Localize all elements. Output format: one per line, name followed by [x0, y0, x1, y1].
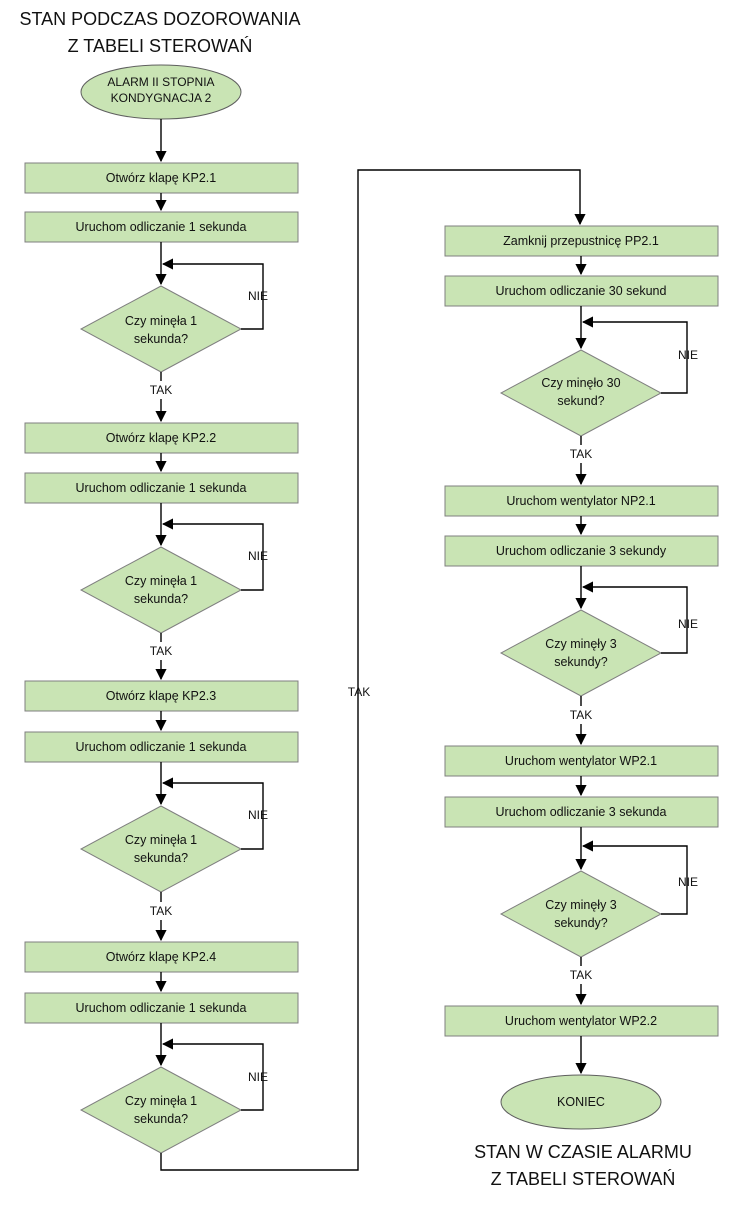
start-label-line-1: ALARM II STOPNIA [107, 75, 214, 89]
yes-label: TAK [150, 383, 172, 397]
decision-label-line-1: Czy minęły 3 [545, 637, 617, 651]
countdown-box [24, 472, 299, 504]
top-title-line-2: Z TABELI STEROWAŃ [68, 36, 253, 56]
top-title-line-1: STAN PODCZAS DOZOROWANIA [19, 9, 300, 29]
yes-label: TAK [570, 447, 592, 461]
end-label: KONIEC [557, 1095, 605, 1109]
countdown-label: Uruchom odliczanie 1 sekunda [76, 481, 247, 495]
open-damper-box [24, 941, 299, 973]
countdown-box [444, 535, 719, 567]
edge-no-loop [581, 316, 688, 394]
decision-diamond [79, 285, 243, 373]
left-step-1: Otwórz klapę KP2.1 Uruchom odliczanie 1 … [24, 162, 299, 423]
decision-label-line-1: Czy minęła 1 [125, 833, 197, 847]
action-box [444, 745, 719, 777]
edge-no-loop [161, 258, 264, 330]
countdown-label: Uruchom odliczanie 1 sekunda [76, 220, 247, 234]
decision-label-line-1: Czy minęła 1 [125, 574, 197, 588]
countdown-box [24, 992, 299, 1024]
no-label: NIE [678, 875, 698, 889]
edge-no-loop [161, 518, 264, 591]
no-label: NIE [678, 617, 698, 631]
decision-diamond [499, 609, 663, 697]
countdown-label: Uruchom odliczanie 1 sekunda [76, 740, 247, 754]
edge-no-loop [581, 840, 688, 915]
countdown-label: Uruchom odliczanie 30 sekund [496, 284, 667, 298]
action-label: Uruchom wentylator WP2.1 [505, 754, 657, 768]
bottom-title-line-2: Z TABELI STEROWAŃ [491, 1169, 676, 1189]
edge-no-loop [161, 777, 264, 850]
no-label: NIE [248, 549, 268, 563]
countdown-label: Uruchom odliczanie 3 sekunda [496, 805, 667, 819]
right-step-1: Zamknij przepustnicę PP2.1 Uruchom odlic… [444, 225, 719, 486]
open-damper-label: Otwórz klapę KP2.4 [106, 950, 217, 964]
right-step-2: Uruchom wentylator NP2.1 Uruchom odlicza… [444, 485, 719, 746]
decision-label-line-1: Czy minęły 3 [545, 898, 617, 912]
left-step-4: Otwórz klapę KP2.4 Uruchom odliczanie 1 … [24, 941, 299, 1154]
decision-label-line-1: Czy minęła 1 [125, 314, 197, 328]
decision-diamond [79, 805, 243, 893]
yes-label: TAK [150, 904, 172, 918]
connector-yes-label: TAK [348, 685, 370, 699]
no-label: NIE [678, 348, 698, 362]
decision-label-line-1: Czy minęła 1 [125, 1094, 197, 1108]
final-action-label: Uruchom wentylator WP2.2 [505, 1014, 657, 1028]
action-box [444, 485, 719, 517]
countdown-box [444, 275, 719, 307]
no-label: NIE [248, 289, 268, 303]
edge-no-loop [581, 581, 688, 654]
decision-label-line-2: sekundy? [554, 655, 608, 669]
left-step-3: Otwórz klapę KP2.3 Uruchom odliczanie 1 … [24, 680, 299, 942]
countdown-label: Uruchom odliczanie 1 sekunda [76, 1001, 247, 1015]
right-step-3: Uruchom wentylator WP2.1 Uruchom odlicza… [444, 745, 719, 1006]
action-box [444, 225, 719, 257]
edge-column-connector [160, 169, 586, 1171]
start-label-line-2: KONDYGNACJA 2 [111, 91, 212, 105]
yes-label: TAK [570, 708, 592, 722]
decision-label-line-2: sekundy? [554, 916, 608, 930]
decision-label-line-2: sekunda? [134, 592, 188, 606]
open-damper-label: Otwórz klapę KP2.2 [106, 431, 217, 445]
decision-label-line-2: sekunda? [134, 332, 188, 346]
decision-label-line-2: sekunda? [134, 1112, 188, 1126]
decision-diamond [79, 546, 243, 634]
countdown-box [444, 796, 719, 828]
no-label: NIE [248, 808, 268, 822]
action-label: Uruchom wentylator NP2.1 [506, 494, 655, 508]
bottom-title-line-1: STAN W CZASIE ALARMU [474, 1142, 692, 1162]
decision-label-line-2: sekunda? [134, 851, 188, 865]
decision-label-line-2: sekund? [557, 394, 604, 408]
edge-no-loop [161, 1038, 264, 1111]
decision-label-line-1: Czy minęło 30 [541, 376, 620, 390]
open-damper-box [24, 162, 299, 194]
decision-diamond [499, 349, 663, 437]
decision-diamond [499, 870, 663, 958]
open-damper-label: Otwórz klapę KP2.3 [106, 689, 217, 703]
open-damper-box [24, 680, 299, 712]
countdown-label: Uruchom odliczanie 3 sekundy [496, 544, 667, 558]
end-node [500, 1074, 662, 1130]
no-label: NIE [248, 1070, 268, 1084]
yes-label: TAK [150, 644, 172, 658]
yes-label: TAK [570, 968, 592, 982]
open-damper-label: Otwórz klapę KP2.1 [106, 171, 217, 185]
action-label: Zamknij przepustnicę PP2.1 [503, 234, 659, 248]
left-step-2: Otwórz klapę KP2.2 Uruchom odliczanie 1 … [24, 422, 299, 681]
decision-diamond [79, 1066, 243, 1154]
